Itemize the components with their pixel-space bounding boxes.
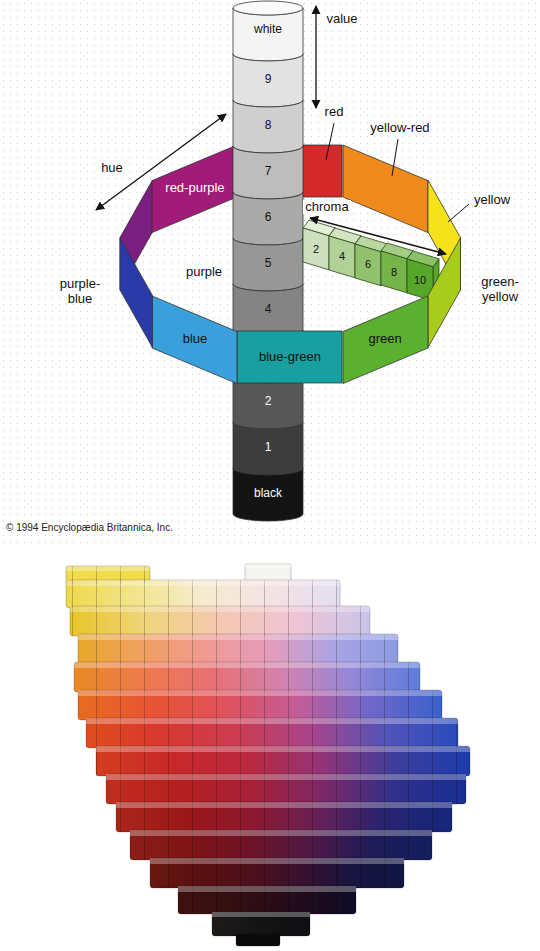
value-segment: 1 <box>231 413 305 477</box>
axis-label: hue <box>99 161 125 176</box>
hue-name: red <box>325 105 344 120</box>
shape-outline <box>237 331 342 383</box>
shape-outline <box>152 296 237 384</box>
scale-number: white <box>254 23 282 37</box>
hue-segment: red-purple <box>150 143 239 235</box>
shape-outline <box>233 8 303 61</box>
scale-number: 6 <box>365 258 371 271</box>
hue-name: purple <box>186 265 222 280</box>
shape-outline <box>233 192 303 245</box>
axis-label: value <box>324 12 359 27</box>
hue-segment: blue-green <box>235 329 344 385</box>
shape-outline <box>120 238 152 348</box>
shape-outline <box>233 422 303 475</box>
value-segment: black <box>231 459 305 523</box>
shape-outline <box>233 100 303 153</box>
cube-top-faces <box>66 564 470 917</box>
hue-segment: yellow-red <box>341 143 430 235</box>
scale-number: 1 <box>265 441 272 455</box>
shape-outline <box>329 236 355 278</box>
dotted-ground <box>0 0 540 546</box>
hue-arrow <box>96 114 226 210</box>
value-segment: 8 <box>231 91 305 155</box>
shape-outline <box>233 146 303 199</box>
hue-name: yellow <box>474 193 510 208</box>
hue-segment-shape <box>118 236 154 350</box>
hue-name: green <box>368 332 401 347</box>
shape-outline <box>233 468 303 521</box>
hue-name: purple-blue <box>52 277 108 307</box>
shape-outline <box>233 376 303 429</box>
value-arrow <box>315 6 316 108</box>
hue-name: blue-green <box>259 350 321 365</box>
hue-name: red-purple <box>165 181 224 196</box>
shape-outline <box>355 244 381 286</box>
leader-line <box>326 123 334 160</box>
scale-number: 2 <box>265 395 272 409</box>
scale-number: 2 <box>313 243 319 256</box>
value-segment: 4 <box>231 275 305 339</box>
shape-outline <box>427 238 459 348</box>
color-solid-photo <box>66 564 470 946</box>
hue-name: blue <box>183 332 208 347</box>
scale-number: 5 <box>265 257 272 271</box>
cylinder-cap <box>233 1 303 15</box>
shape-outline <box>343 296 428 384</box>
leader-line <box>392 139 398 176</box>
value-segment: white <box>231 0 305 63</box>
cube-edges <box>66 566 470 914</box>
scale-number: 6 <box>265 211 272 225</box>
hue-name: yellow-red <box>370 121 429 136</box>
scale-number: 8 <box>391 266 397 279</box>
copyright-note: © 1994 Encyclopædia Britannica, Inc. <box>6 522 173 534</box>
shape-outline <box>152 145 237 233</box>
scale-number: 4 <box>339 250 345 263</box>
hue-segment: green <box>341 294 430 386</box>
shape-outline <box>233 284 303 337</box>
axis-label: chroma <box>303 200 350 215</box>
shape-outline <box>233 238 303 291</box>
scale-number: 8 <box>265 119 272 133</box>
hue-name: green-yellow <box>472 275 528 305</box>
value-segment: 7 <box>231 137 305 201</box>
scale-number: 10 <box>414 274 426 287</box>
scale-number: 9 <box>265 73 272 87</box>
value-segment: 5 <box>231 229 305 293</box>
value-segment: 6 <box>231 183 305 247</box>
chroma-arrow <box>310 218 446 254</box>
hue-segment: purple-blue <box>118 236 154 350</box>
hue-segment-shape <box>341 143 430 235</box>
hue-segment: blue <box>150 294 239 386</box>
shape-outline <box>303 228 329 270</box>
shape-outline <box>343 145 428 233</box>
value-segment: 9 <box>231 45 305 109</box>
shape-outline <box>233 54 303 107</box>
scale-number: black <box>254 487 282 501</box>
scale-number: 4 <box>265 303 272 317</box>
leader-line <box>448 204 469 222</box>
shape-outline <box>381 251 407 293</box>
scale-number: 7 <box>265 165 272 179</box>
